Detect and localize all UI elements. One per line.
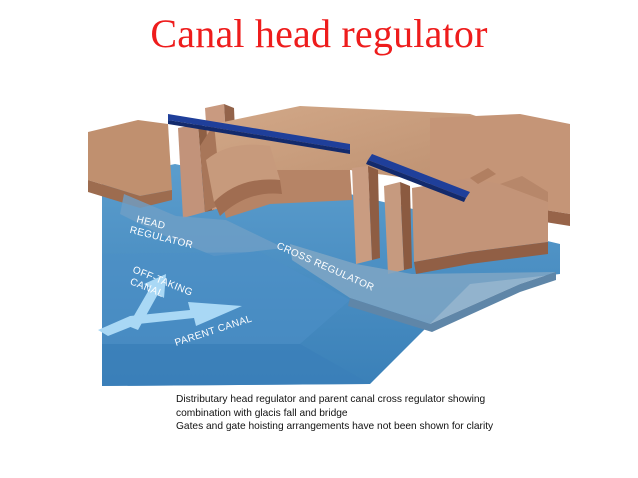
caption-line-2: combination with glacis fall and bridge [176,407,348,419]
head-regulator-wall [178,124,205,218]
parent-flow-arrow [98,302,242,336]
cross-regulator-pier-1 [352,166,372,264]
cross-regulator-pier-2 [384,182,404,274]
head-regulator-floor [120,194,284,256]
diagram-caption: Distributary head regulator and parent c… [176,393,616,434]
wing-wall [206,144,280,202]
bridge-cross-regulator [368,154,470,198]
bridge-head-regulator [168,114,350,150]
caption-line-3: Gates and gate hoisting arrangements hav… [176,421,494,432]
slide-title: Canal head regulator [150,11,488,56]
caption-line-1: Distributary head regulator and parent c… [176,394,486,405]
cross-regulator-wall [412,178,548,262]
cross-regulator-floor [290,244,556,324]
left-bank [88,120,172,196]
canal-regulator-diagram: HEAD REGULATOR CROSS REGULATOR OFF-TAKIN… [88,104,570,386]
